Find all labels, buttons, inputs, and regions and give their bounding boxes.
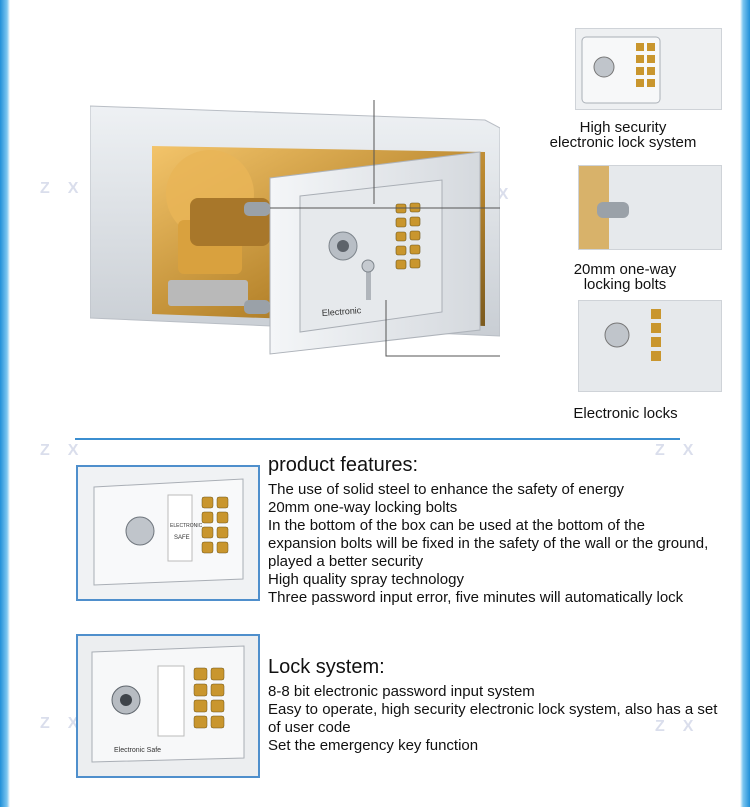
callout-label-locking-bolts: 20mm one-way locking bolts <box>560 262 690 292</box>
lock-system-callout-image <box>575 28 722 110</box>
watermark: ZX <box>40 180 97 197</box>
hero-panel-text: Electronic <box>321 305 362 318</box>
watermark: ZX <box>655 718 712 735</box>
feature-line: High quality spray technology <box>268 571 464 588</box>
lock-line: Easy to operate, high security electroni… <box>268 701 718 718</box>
watermark: ZX <box>655 442 712 459</box>
feature-line: The use of solid steel to enhance the sa… <box>268 481 625 498</box>
features-title: product features: <box>268 454 419 476</box>
right-border <box>740 0 750 807</box>
lock-line: 8-8 bit electronic password input system <box>268 683 535 700</box>
lock-line: of user code <box>268 719 351 736</box>
features-panel-image: ELECTRONIC SAFE <box>76 465 260 601</box>
lock-title: Lock system: <box>268 656 385 678</box>
watermark: ZX <box>40 442 97 459</box>
callout-label-line: 20mm one-way <box>573 261 677 278</box>
callout-label-line: Electronic locks <box>573 405 678 422</box>
features-panel-text: SAFE <box>174 535 190 541</box>
feature-line: expansion bolts will be fixed in the saf… <box>268 535 709 552</box>
lock-list: 8-8 bit electronic password input system… <box>268 683 717 755</box>
feature-line: 20mm one-way locking bolts <box>268 499 458 516</box>
callout-label-electronic-locks: Electronic locks <box>548 406 703 421</box>
features-panel-text: ELECTRONIC <box>170 523 203 529</box>
watermark: ZX <box>40 715 97 732</box>
lock-panel-image: Electronic Safe <box>76 634 260 778</box>
safe-hero-image: Electronic <box>90 100 500 357</box>
features-list: The use of solid steel to enhance the sa… <box>268 481 708 607</box>
callout-label-line: electronic lock system <box>549 134 697 151</box>
feature-line: Three password input error, five minutes… <box>268 589 684 606</box>
callout-label-line: locking bolts <box>583 276 667 293</box>
section-divider <box>75 438 680 440</box>
feature-line: In the bottom of the box can be used at … <box>268 517 645 534</box>
lock-line: Set the emergency key function <box>268 737 479 754</box>
lock-panel-text: Electronic Safe <box>114 747 161 754</box>
locking-bolts-callout-image <box>578 165 722 250</box>
feature-line: played a better security <box>268 553 424 570</box>
callout-label-line: High security <box>579 119 667 136</box>
electronic-locks-callout-image <box>578 300 722 392</box>
left-border <box>0 0 10 807</box>
callout-label-lock-system: High security electronic lock system <box>548 120 698 150</box>
